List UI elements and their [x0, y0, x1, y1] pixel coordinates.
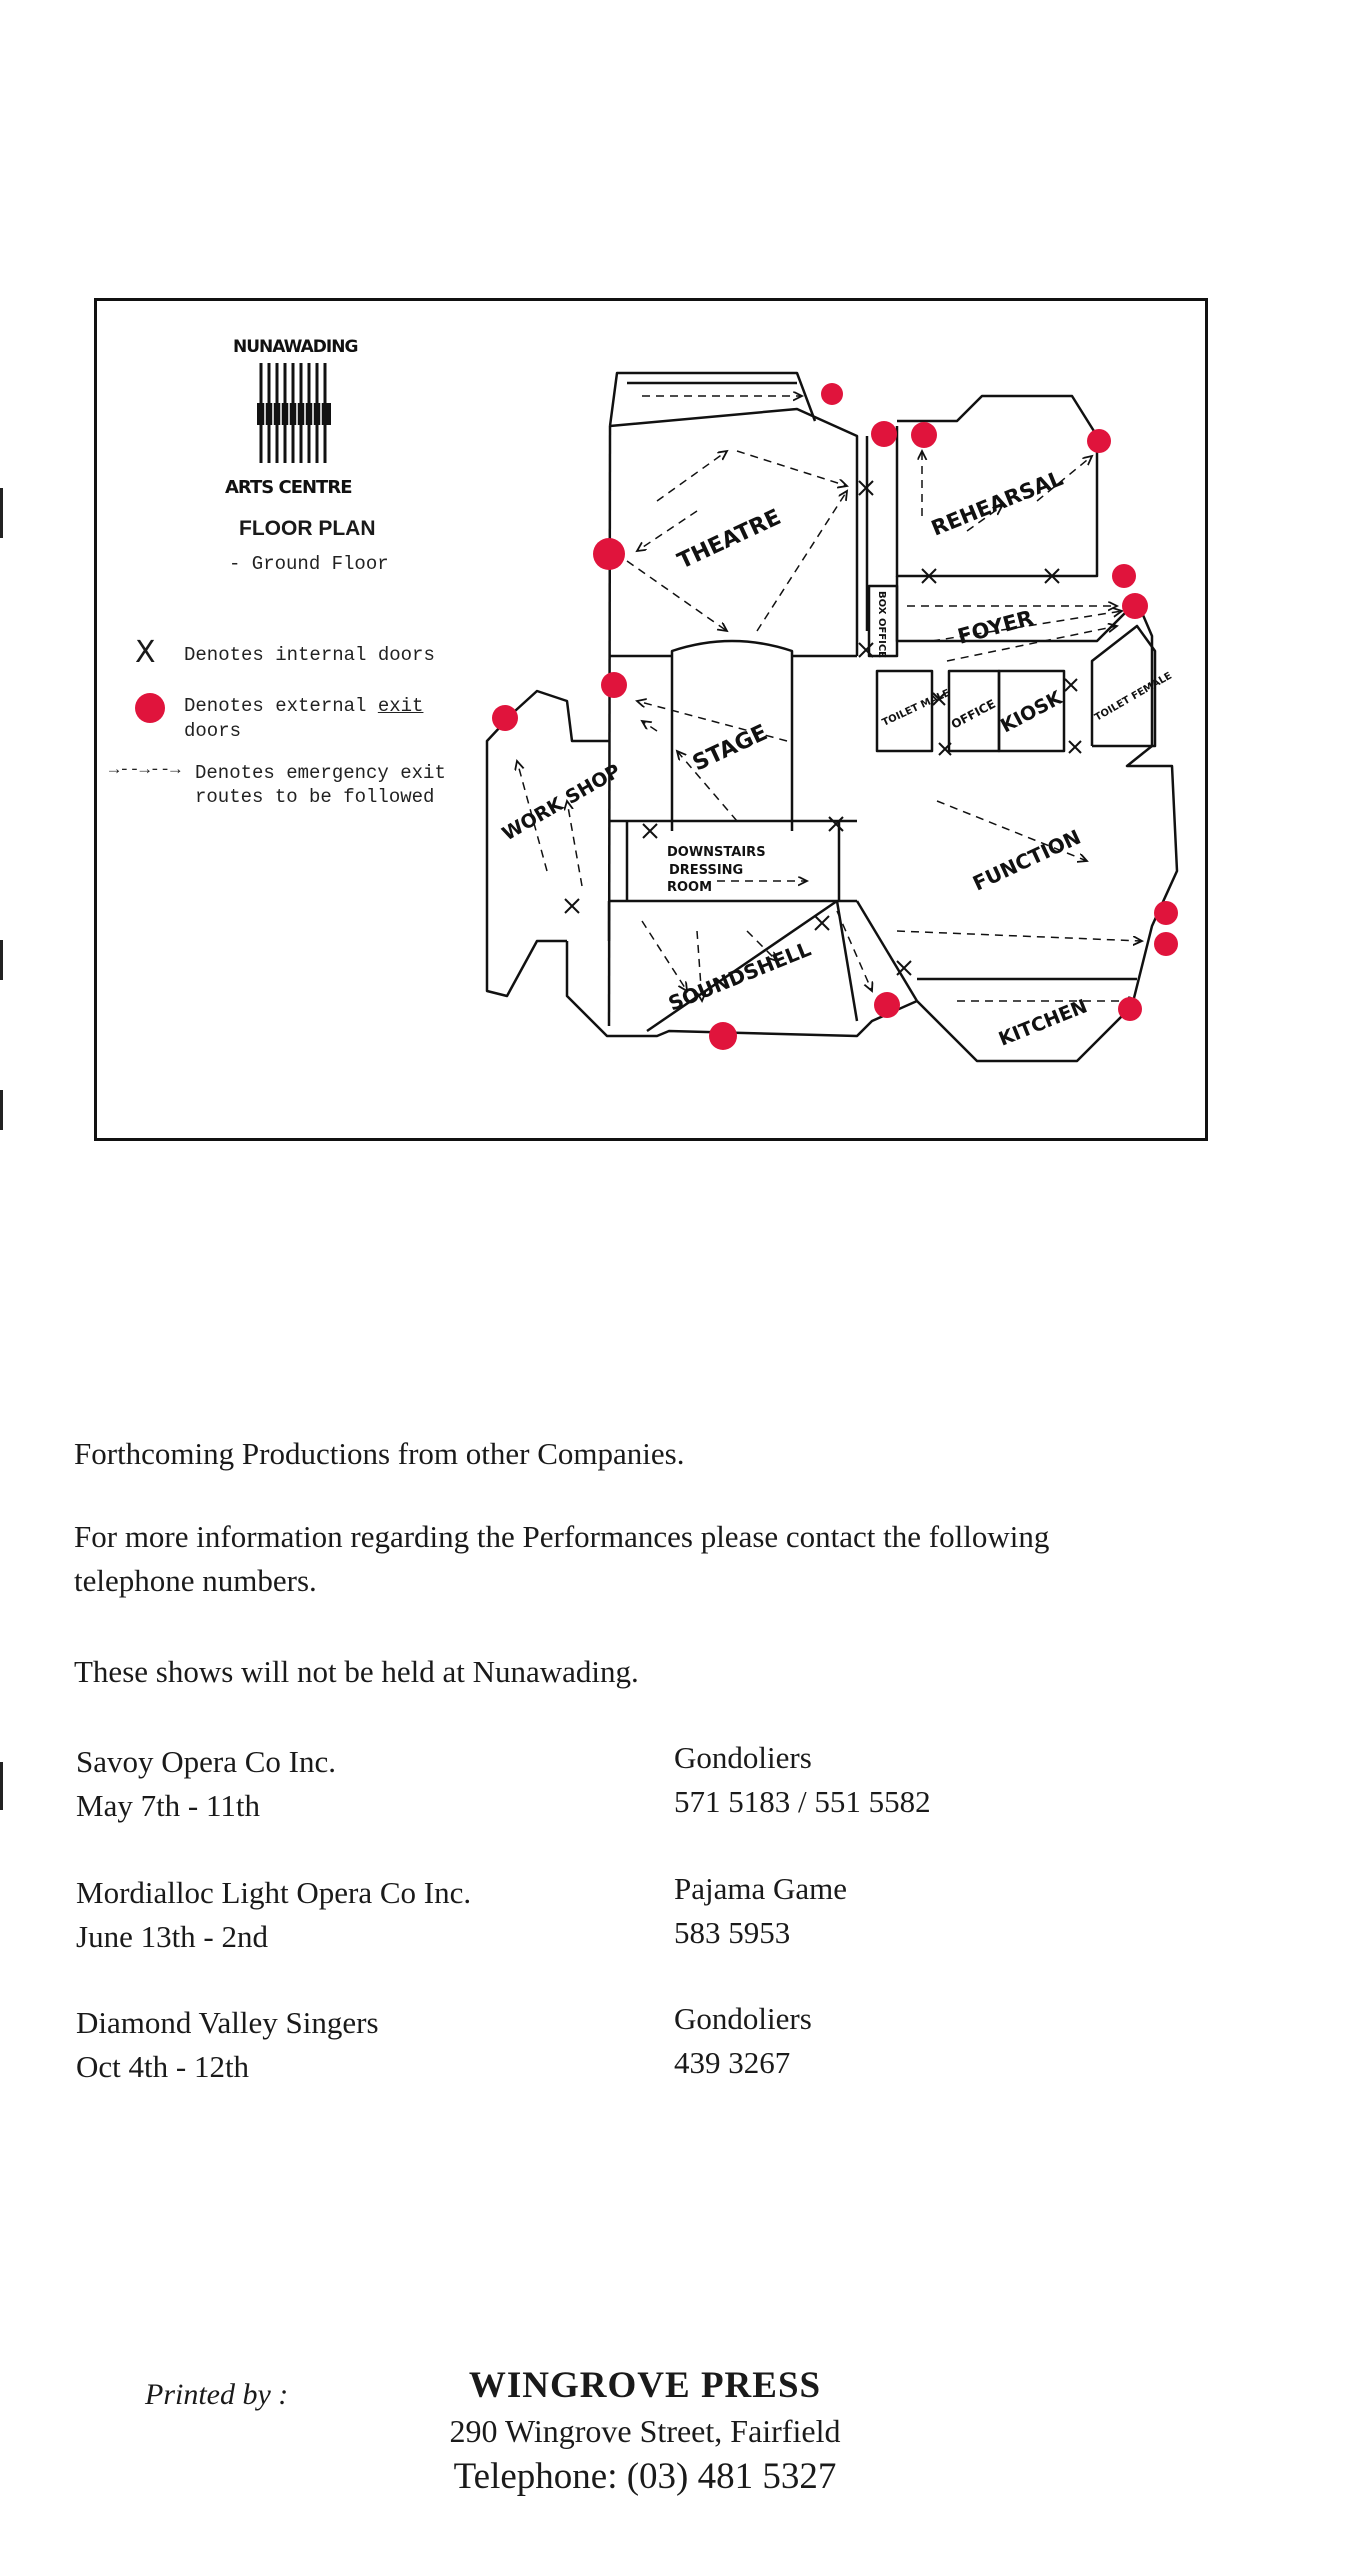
room-label-soundshell: SOUNDSHELL	[665, 937, 814, 1016]
legend-internal-doors: Denotes internal doors	[184, 644, 435, 666]
production-show: Pajama Game	[674, 1871, 848, 1906]
floor-plan-panel: NUNAWADING ARTS CENTRE FLOOR PLAN - Grou…	[94, 298, 1208, 1141]
printer-address: 290 Wingrove Street, Fairfield	[449, 2413, 841, 2449]
production-phone: 571 5183 / 551 5582	[674, 1784, 931, 1819]
printed-by-label: Printed by :	[145, 2378, 289, 2411]
external-exit-dot-icon	[135, 693, 165, 723]
room-label-dressing-1: DOWNSTAIRS	[667, 845, 766, 860]
legend-external-line2: doors	[184, 720, 242, 742]
legend-external-doors: Denotes external exit doors	[184, 694, 423, 744]
production-contact: Gondoliers 439 3267	[674, 1997, 812, 2085]
production-entry: Mordialloc Light Opera Co Inc. June 13th…	[76, 1871, 471, 1959]
legend-external-line1: Denotes external	[184, 695, 378, 717]
room-label-rehearsal: REHEARSAL	[928, 466, 1066, 541]
production-show: Gondoliers	[674, 2001, 812, 2036]
legend-emergency-line2: routes to be followed	[195, 786, 435, 808]
room-label-office: OFFICE	[949, 697, 998, 732]
printer-block: WINGROVE PRESS 290 Wingrove Street, Fair…	[380, 2362, 910, 2502]
production-entry: Diamond Valley Singers Oct 4th - 12th	[76, 2001, 379, 2089]
contact-paragraph: For more information regarding the Perfo…	[74, 1515, 1294, 1603]
scan-edge-mark	[0, 1762, 3, 1810]
room-label-function: FUNCTION	[969, 825, 1084, 896]
scan-edge-mark	[0, 488, 3, 538]
production-company: Mordialloc Light Opera Co Inc.	[76, 1875, 472, 1910]
emergency-route-arrows	[517, 396, 1142, 1001]
room-label-workshop: WORK SHOP	[499, 760, 625, 845]
room-label-toilet-female: TOILET FEMALE	[1093, 670, 1174, 723]
room-label-foyer: FOYER	[955, 606, 1036, 649]
printer-telephone: Telephone: (03) 481 5327	[453, 2456, 837, 2497]
production-show: Gondoliers	[674, 1740, 812, 1775]
room-label-box-office: BOX OFFICE	[876, 591, 887, 658]
internal-door-markers	[564, 480, 1082, 976]
legend-external-exit-word: exit	[377, 695, 424, 717]
logo-bottom-text: ARTS CENTRE	[225, 477, 352, 498]
room-label-toilet-male: TOILET MALE	[881, 688, 952, 729]
contact-line-2: telephone numbers.	[74, 1563, 317, 1598]
production-dates: May 7th - 11th	[76, 1788, 260, 1823]
printer-name: WINGROVE PRESS	[468, 2365, 822, 2406]
production-phone: 583 5953	[674, 1915, 791, 1950]
scan-edge-mark	[0, 1090, 3, 1130]
room-label-kitchen: KITCHEN	[996, 995, 1091, 1050]
room-label-stage: STAGE	[689, 720, 771, 776]
internal-door-x-icon: X	[135, 635, 156, 670]
external-exit-markers	[492, 383, 1178, 1050]
production-dates: Oct 4th - 12th	[76, 2049, 250, 2084]
logo-top-text: NUNAWADING	[233, 337, 358, 357]
emergency-route-arrow-icon: →--→--→	[109, 761, 181, 780]
ground-floor-plan-drawing: THEATRE REHEARSAL BOX OFFICE FOYER TOILE…	[485, 371, 1179, 1063]
room-label-dressing-3: ROOM	[667, 880, 712, 895]
room-label-dressing-2: DRESSING	[669, 863, 743, 878]
room-label-kiosk: KIOSK	[997, 686, 1067, 737]
production-company: Diamond Valley Singers	[76, 2005, 379, 2040]
floor-plan-walls	[485, 371, 1179, 1063]
floor-plan-title: FLOOR PLAN	[239, 517, 376, 540]
production-entry: Savoy Opera Co Inc. May 7th - 11th	[76, 1740, 336, 1828]
production-contact: Pajama Game 583 5953	[674, 1867, 847, 1955]
production-company: Savoy Opera Co Inc.	[76, 1744, 336, 1779]
production-phone: 439 3267	[674, 2045, 791, 2080]
legend-emergency-line1: Denotes emergency exit	[195, 762, 446, 784]
arts-centre-logo-icon	[257, 363, 331, 463]
production-dates: June 13th - 2nd	[76, 1919, 269, 1954]
legend-emergency-routes: Denotes emergency exit routes to be foll…	[195, 761, 446, 809]
forthcoming-heading: Forthcoming Productions from other Compa…	[74, 1436, 685, 1471]
floor-plan-subtitle: - Ground Floor	[229, 553, 389, 575]
production-contact: Gondoliers 571 5183 / 551 5582	[674, 1736, 931, 1824]
not-held-notice: These shows will not be held at Nunawadi…	[74, 1654, 639, 1689]
scan-edge-mark	[0, 940, 3, 980]
contact-line-1: For more information regarding the Perfo…	[74, 1519, 1050, 1554]
